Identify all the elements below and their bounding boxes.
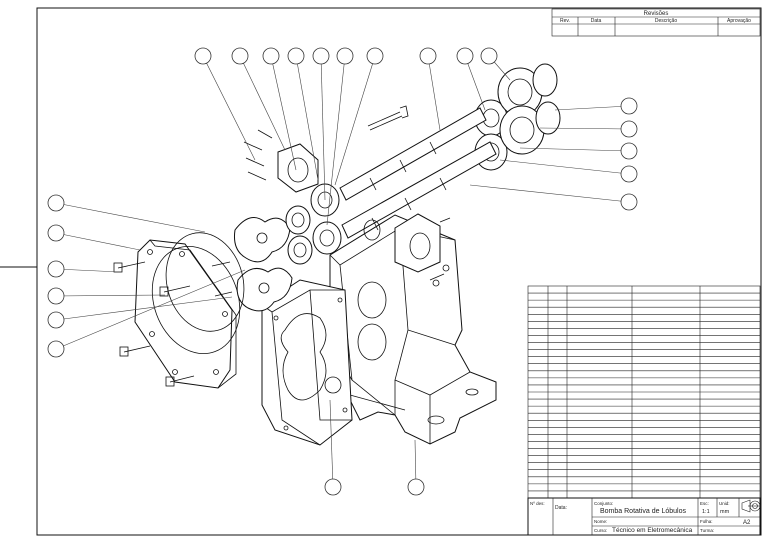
conjunto-value: Bomba Rotativa de Lóbulos: [600, 508, 686, 515]
balloon: [620, 165, 638, 183]
balloon: [620, 142, 638, 160]
balloon: [620, 120, 638, 138]
balloon: [231, 47, 249, 65]
item-balloons: [47, 47, 638, 496]
balloon: [47, 311, 65, 329]
bearing-cap-right: [394, 213, 441, 273]
approval-col-header: Aprovação: [727, 18, 751, 24]
folha-label: Folha:: [700, 519, 713, 524]
conjunto-label: Conjunto:: [594, 501, 613, 506]
timing-gears: [497, 63, 561, 155]
balloon-leaders: [55, 55, 630, 488]
revisions-table: Revisões Rev. Data Descrição Aprovação: [551, 8, 761, 37]
data-label: Data:: [555, 505, 567, 511]
balloon: [620, 97, 638, 115]
esc-label: Esc:: [700, 501, 709, 506]
curso-value: Técnico em Eletromecânica: [612, 527, 693, 534]
balloon: [620, 193, 638, 211]
balloon: [194, 47, 212, 65]
balloon: [47, 260, 65, 278]
first-angle-projection-icon: [741, 499, 761, 513]
rev-col-header: Rev.: [560, 18, 570, 24]
n-des-label: Nº des:: [530, 501, 545, 506]
balloon: [336, 47, 354, 65]
balloon: [47, 340, 65, 358]
esc-value: 1:1: [702, 509, 710, 515]
curso-label: Curso:: [594, 528, 607, 533]
drawing-border: [36, 7, 762, 536]
revisions-title: Revisões: [644, 11, 669, 17]
shafts: [339, 107, 497, 239]
lobe-rotors: [234, 217, 293, 312]
bolts: [113, 105, 451, 387]
folha-value: A2: [743, 520, 751, 526]
description-col-header: Descrição: [655, 18, 677, 24]
parts-list-table: [527, 285, 761, 499]
balloon: [324, 478, 342, 496]
balloon: [312, 47, 330, 65]
balloon: [407, 478, 425, 496]
date-col-header: Data: [591, 18, 602, 24]
turma-label: Turma:: [700, 528, 714, 533]
balloon: [287, 47, 305, 65]
balloon: [480, 47, 498, 65]
balloon: [419, 47, 437, 65]
unid-value: mm: [720, 509, 730, 515]
nome-label: Nome:: [594, 519, 607, 524]
title-block: Nº des: Data: Conjunto: Bomba Rotativa d…: [527, 497, 761, 536]
front-cover: [261, 279, 353, 446]
unid-label: Unid:: [719, 501, 730, 506]
balloon: [366, 47, 384, 65]
bearing-cap-left: [243, 129, 319, 193]
exploded-lobe-pump-assembly: [113, 63, 561, 446]
balloon: [47, 287, 65, 305]
balloon: [47, 194, 65, 212]
balloon: [262, 47, 280, 65]
balloon: [456, 47, 474, 65]
end-cover-plate: [134, 239, 241, 389]
o-ring-seals: [165, 219, 381, 332]
balloon: [47, 224, 65, 242]
